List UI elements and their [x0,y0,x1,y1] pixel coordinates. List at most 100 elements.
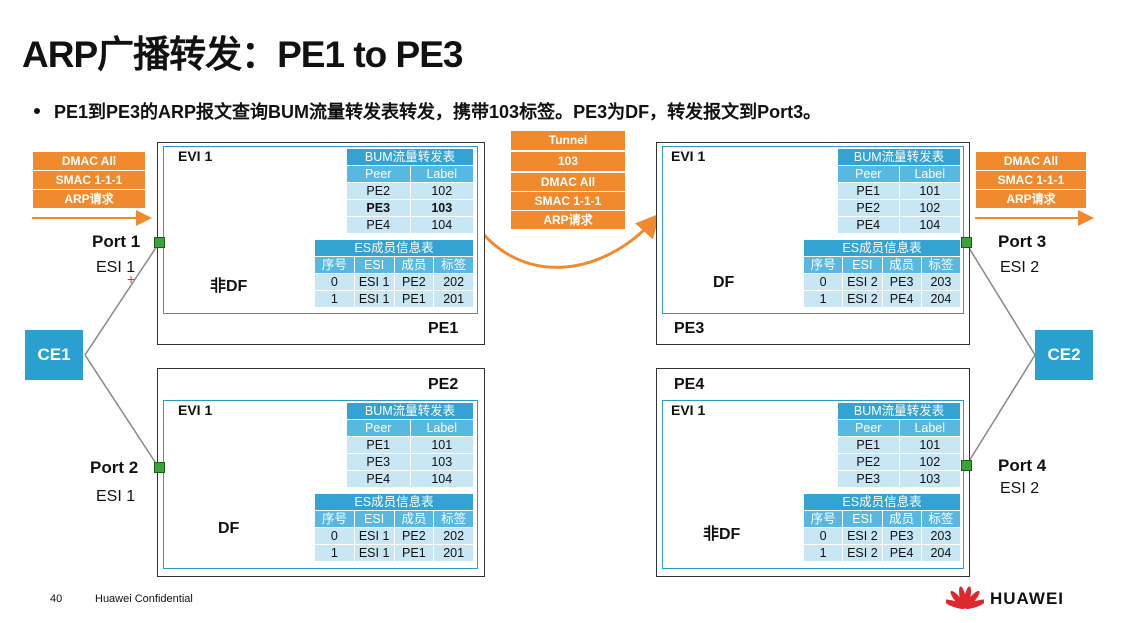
huawei-brand-text: HUAWEI [990,589,1064,608]
port3-esi: ESI 2 [1000,259,1040,276]
es-seq-header: 序号 [314,510,355,528]
es-esi: ESI 2 [842,527,883,545]
right-packet-type: ARP请求 [976,190,1086,208]
tunnel-packet-smac: SMAC 1-1-1 [511,192,625,210]
bum-label: 103 [409,199,474,217]
bum-label: 101 [898,436,961,454]
left-packet-smac: SMAC 1-1-1 [33,171,145,189]
pe4-name: PE4 [674,376,705,393]
port1-label: Port 1 [92,232,141,251]
es-esi-header: ESI [842,256,883,274]
port1-interface [154,237,165,248]
es-esi: ESI 1 [353,290,395,308]
es-member: PE3 [881,273,922,291]
pe2-name: PE2 [428,376,459,393]
es-title: ES成员信息表 [314,493,474,511]
pe2-evi-label: EVI 1 [178,402,213,418]
es-esi-header: ESI [842,510,883,528]
bum-label: 102 [898,453,961,471]
es-tag: 203 [920,273,962,291]
tunnel-arrow [474,213,661,269]
bum-peer-header: Peer [346,419,411,437]
es-tag: 202 [433,527,474,545]
es-esi-header: ESI [353,256,395,274]
es-esi: ESI 2 [842,290,883,308]
es-seq-header: 序号 [314,256,355,274]
pe3-df-status: DF [713,274,735,291]
ce1-port1-link [84,242,160,356]
es-seq: 0 [314,273,355,291]
es-title: ES成员信息表 [803,239,961,257]
port3-label: Port 3 [998,232,1047,251]
es-tag-header: 标签 [433,256,474,274]
port4-label: Port 4 [998,456,1047,475]
bum-label-header: Label [409,419,474,437]
blocked-mark: + [127,271,135,287]
bum-label-header: Label [409,165,474,183]
right-packet-smac: SMAC 1-1-1 [976,171,1086,189]
es-member: PE1 [393,544,435,562]
es-tag: 201 [433,544,474,562]
es-tag: 203 [920,527,962,545]
bum-title: BUM流量转发表 [837,148,961,166]
pe3-name: PE3 [674,320,705,337]
bum-peer: PE1 [346,436,411,454]
tunnel-packet-tunnel: Tunnel [511,131,625,150]
es-seq: 0 [314,527,355,545]
bum-peer: PE4 [346,470,411,488]
bullet-content: PE1到PE3的ARP报文查询BUM流量转发表转发，携带103标签。PE3为DF… [54,102,822,122]
port4-esi: ESI 2 [1000,480,1040,497]
es-seq: 1 [802,544,844,562]
bum-peer: PE1 [837,182,900,200]
bullet-text: PE1到PE3的ARP报文查询BUM流量转发表转发，携带103标签。PE3为DF… [34,98,821,124]
left-packet-dmac: DMAC All [33,152,145,170]
page-number: 40 [50,593,63,605]
es-tag: 204 [920,544,962,562]
es-member: PE2 [393,527,435,545]
pe3-evi-label: EVI 1 [671,148,706,164]
ce2-port3-link [965,242,1036,356]
es-seq: 0 [802,273,844,291]
es-esi: ESI 2 [842,544,883,562]
es-esi: ESI 1 [353,527,395,545]
page-title: ARP广播转发：PE1 to PE3 [22,34,463,75]
bum-label: 103 [409,453,474,471]
port1-esi: ESI 1 [96,259,136,276]
es-member: PE4 [881,544,922,562]
bum-label: 104 [409,216,474,234]
bum-peer: PE2 [837,199,900,217]
left-packet-type: ARP请求 [33,190,145,208]
bum-peer-header: Peer [837,419,900,437]
es-member: PE4 [881,290,922,308]
es-esi: ESI 1 [353,544,395,562]
ce2-port4-link [965,354,1036,467]
confidential-label: Huawei Confidential [95,593,193,605]
bum-peer: PE3 [837,470,900,488]
es-member-header: 成员 [393,510,435,528]
es-tag: 204 [920,290,962,308]
bum-label-header: Label [898,165,961,183]
port3-interface [961,237,972,248]
bum-label: 101 [898,182,961,200]
es-seq: 1 [314,290,355,308]
es-esi: ESI 1 [353,273,395,291]
bum-title: BUM流量转发表 [837,402,961,420]
es-title: ES成员信息表 [314,239,474,257]
ce2-box: CE2 [1035,330,1093,380]
pe2-df-status: DF [218,520,240,537]
es-esi: ESI 2 [842,273,883,291]
es-member: PE2 [393,273,435,291]
bum-peer: PE4 [346,216,411,234]
pe1-evi-label: EVI 1 [178,148,213,164]
bum-peer: PE2 [346,182,411,200]
bum-label: 102 [898,199,961,217]
huawei-petal-logo-icon [946,586,984,609]
bum-peer: PE1 [837,436,900,454]
